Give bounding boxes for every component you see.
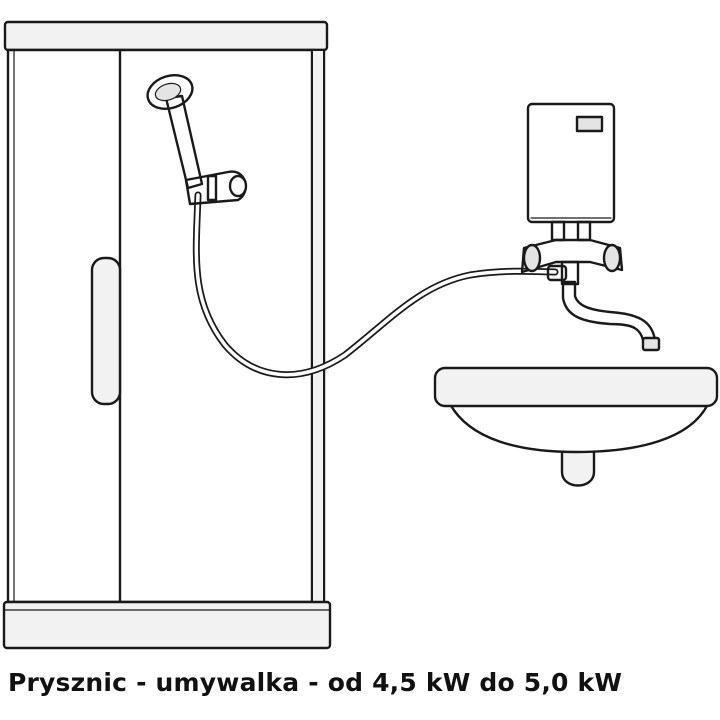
faucet-spout	[546, 264, 661, 352]
wash-basin	[433, 366, 719, 487]
cabin-right-post	[313, 51, 323, 601]
heater-body	[526, 102, 616, 224]
installation-diagram	[2, 20, 719, 650]
diagram-caption: Prysznic - umywalka - od 4,5 kW do 5,0 k…	[8, 668, 623, 697]
heater-indicator	[575, 115, 604, 133]
cabin-body	[6, 48, 326, 604]
water-heater	[520, 102, 624, 286]
heater-valve-knob-right	[602, 243, 622, 273]
cabin-top-frame	[3, 20, 329, 52]
shower-cabin	[2, 20, 332, 650]
basin-bowl	[448, 402, 710, 454]
shower-head	[146, 74, 194, 110]
cabin-door-handle	[90, 256, 122, 406]
basin-siphon	[560, 444, 596, 487]
hand-shower	[146, 74, 248, 206]
cabin-shower-tray	[2, 600, 332, 650]
heater-valve-knob-left	[522, 243, 542, 273]
basin-rim	[433, 366, 719, 408]
